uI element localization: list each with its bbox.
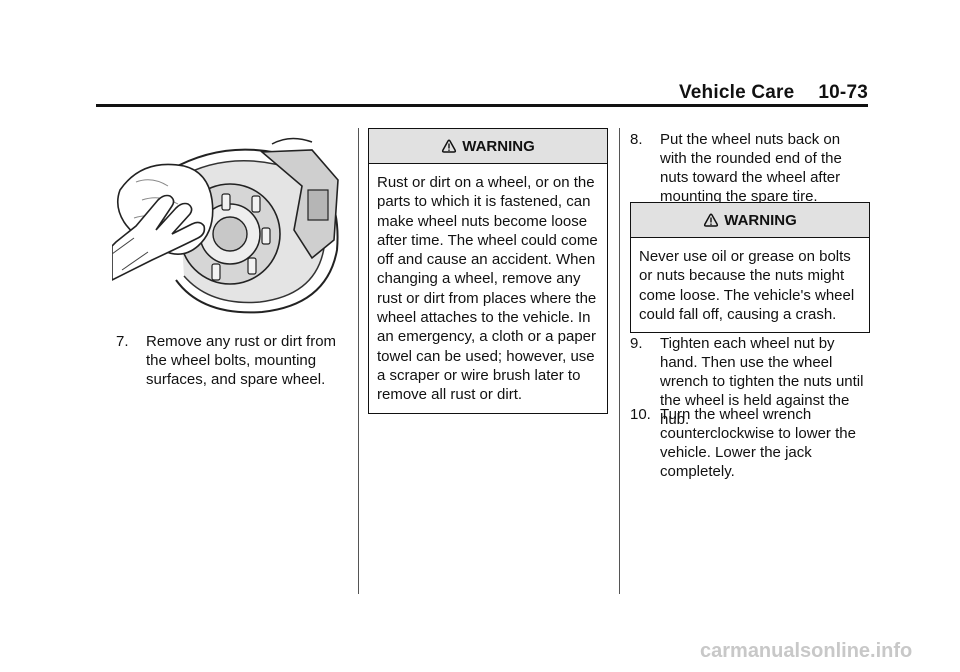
step-number: 8. xyxy=(630,131,643,148)
warning-title: WARNING xyxy=(462,137,535,155)
warning-header: WARNING xyxy=(369,129,607,164)
step-number: 10. xyxy=(630,406,651,423)
step-10: 10. Turn the wheel wrench counterclockwi… xyxy=(630,405,870,481)
warning-icon xyxy=(704,213,719,227)
column-divider-1 xyxy=(358,128,359,594)
warning-text: Never use oil or grease on bolts or nuts… xyxy=(639,248,855,323)
step-text: Turn the wheel wrench counterclockwise t… xyxy=(660,406,856,480)
header-rule xyxy=(96,104,868,107)
warning-header: WARNING xyxy=(631,203,869,238)
page-number: 10-73 xyxy=(818,82,868,103)
step-7: 7. Remove any rust or dirt from the whee… xyxy=(116,332,354,389)
warning-box-rust: WARNING Rust or dirt on a wheel, or on t… xyxy=(368,128,608,414)
wheel-hub-cleaning-illustration xyxy=(112,137,339,314)
step-number: 7. xyxy=(116,333,129,350)
warning-title: WARNING xyxy=(724,211,797,229)
watermark: carmanualsonline.info xyxy=(700,640,913,662)
step-text: Tighten each wheel nut by hand. Then use… xyxy=(660,335,864,428)
step-8: 8. Put the wheel nuts back on with the r… xyxy=(630,130,870,206)
warning-icon xyxy=(442,139,457,153)
step-9: 9. Tighten each wheel nut by hand. Then … xyxy=(630,334,870,429)
warning-box-oil: WARNING Never use oil or grease on bolts… xyxy=(630,202,870,334)
section-title: Vehicle Care xyxy=(678,82,795,103)
step-text: Put the wheel nuts back on with the roun… xyxy=(660,131,842,205)
column-divider-2 xyxy=(619,128,620,594)
header-title: Vehicle Care 10-73 xyxy=(679,82,868,104)
step-number: 9. xyxy=(630,335,643,352)
warning-text: Rust or dirt on a wheel, or on the parts… xyxy=(377,174,598,404)
step-text: Remove any rust or dirt from the wheel b… xyxy=(146,333,337,388)
